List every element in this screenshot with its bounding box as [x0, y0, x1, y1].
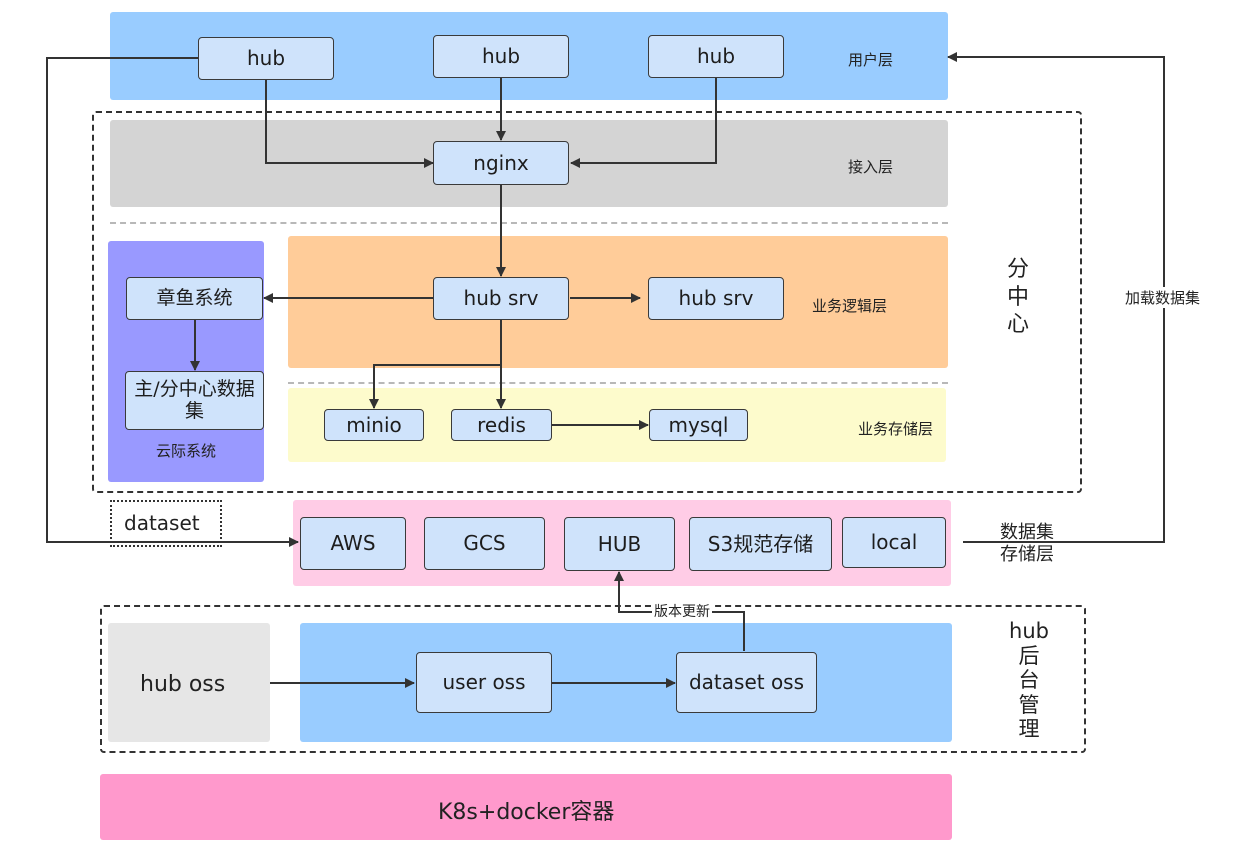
hub-node-1[interactable]: hub: [198, 37, 334, 80]
gcs-node[interactable]: GCS: [424, 517, 545, 570]
container-band: [100, 774, 952, 840]
zhangyu-system-node[interactable]: 章鱼系统: [126, 277, 263, 320]
access-layer-label: 接入层: [848, 158, 894, 176]
hub-srv-node[interactable]: hub srv: [433, 277, 569, 320]
redis-node[interactable]: redis: [451, 409, 552, 441]
separator-logic-storage: [288, 382, 948, 384]
sub-center-label: 分 中 心: [1006, 257, 1029, 337]
local-storage-node[interactable]: local: [842, 517, 946, 568]
separator-access-logic: [110, 222, 948, 224]
dataset-storage-layer-label: 数据集 存储层: [1000, 522, 1054, 565]
nginx-node[interactable]: nginx: [433, 141, 569, 185]
hub-oss-band: [108, 623, 270, 742]
dataset-oss-node[interactable]: dataset oss: [676, 652, 817, 713]
hub-srv-secondary-node[interactable]: hub srv: [648, 277, 784, 320]
hub-admin-group: [100, 605, 1086, 753]
hub-storage-node[interactable]: HUB: [564, 517, 675, 571]
s3-storage-node[interactable]: S3规范存储: [689, 517, 832, 571]
version-update-label: 版本更新: [652, 604, 712, 620]
user-oss-node[interactable]: user oss: [416, 652, 552, 713]
aws-node[interactable]: AWS: [300, 517, 406, 570]
dataset-main-node[interactable]: 主/分中心数据集: [125, 371, 264, 430]
storage-layer-label: 业务存储层: [858, 420, 934, 438]
hub-admin-label: hub 后 台 管 理: [1009, 619, 1049, 742]
minio-node[interactable]: minio: [324, 409, 424, 441]
user-layer-label: 用户层: [848, 51, 894, 69]
container-label: K8s+docker容器: [438, 800, 615, 825]
hub-node-2[interactable]: hub: [433, 35, 569, 78]
load-dataset-label: 加载数据集: [1124, 287, 1202, 308]
hub-oss-label: hub oss: [140, 672, 226, 697]
yunji-system-label: 云际系统: [156, 442, 217, 460]
dataset-tag: dataset: [124, 511, 200, 535]
hub-node-3[interactable]: hub: [648, 35, 784, 78]
logic-layer-label: 业务逻辑层: [812, 297, 888, 315]
mysql-node[interactable]: mysql: [649, 409, 748, 441]
